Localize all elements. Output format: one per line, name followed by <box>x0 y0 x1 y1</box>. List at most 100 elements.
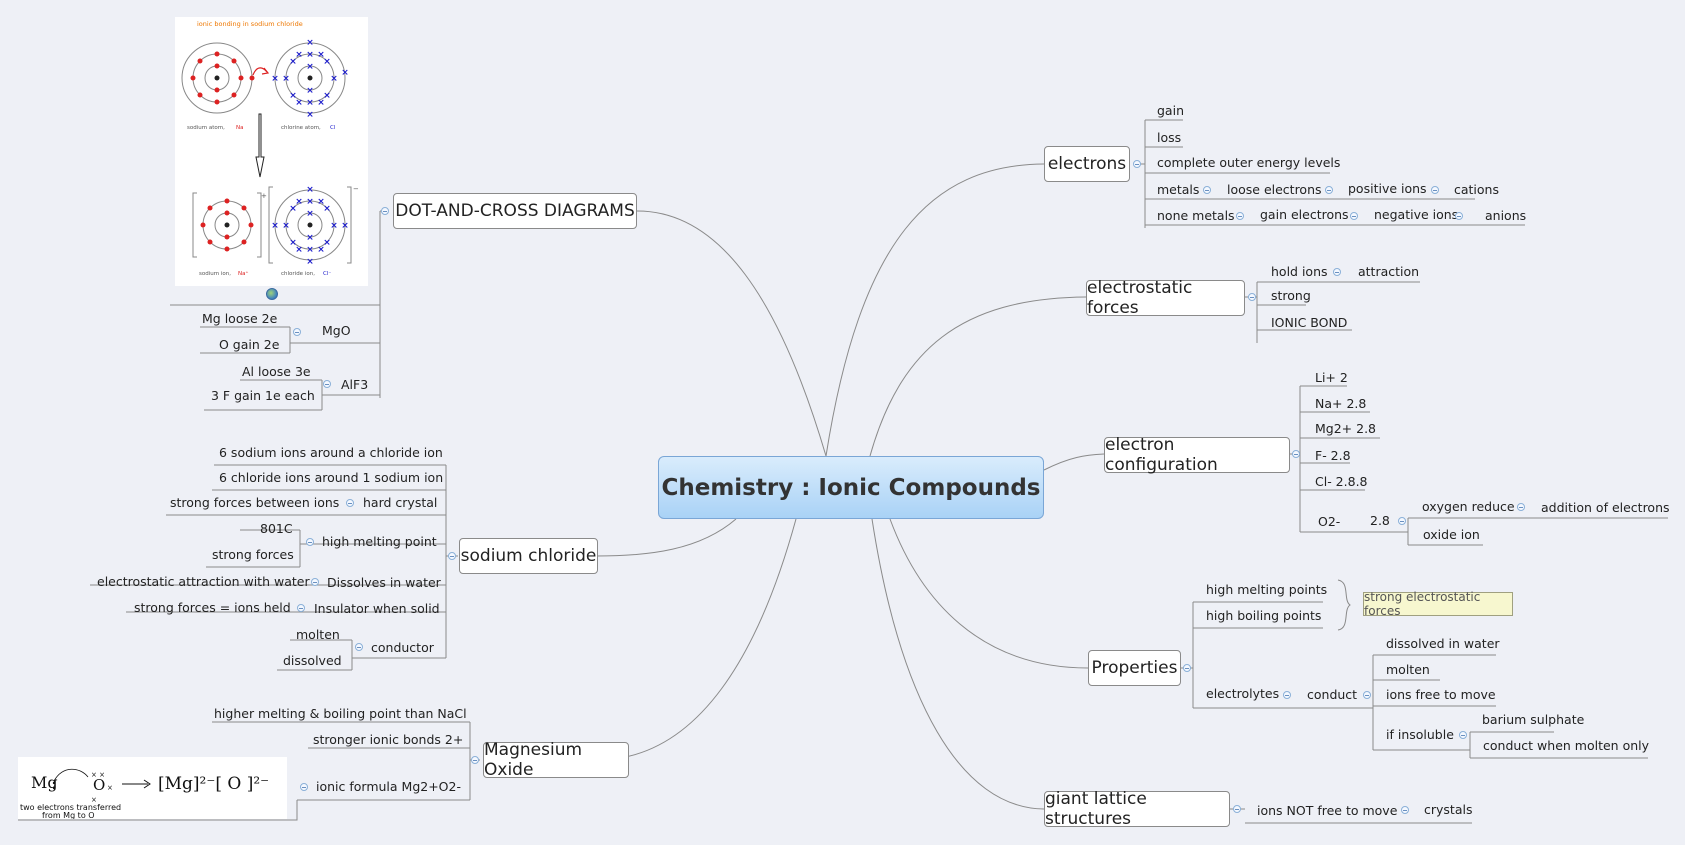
topic-electrostatic-forces[interactable]: electrostatic forces <box>1086 278 1245 318</box>
subtopic-oxide-ion[interactable]: oxide ion <box>1423 527 1480 542</box>
collapse-toggle-icon[interactable] <box>323 380 331 388</box>
collapse-toggle-icon[interactable] <box>1183 664 1191 672</box>
topic-magnesium-oxide[interactable]: Magnesium Oxide <box>483 740 629 780</box>
subtopic-crystals[interactable]: crystals <box>1424 802 1473 817</box>
subtopic-high-boiling-points[interactable]: high boiling points <box>1206 608 1322 623</box>
subtopic-metals[interactable]: metals <box>1157 182 1200 197</box>
subtopic-ionic-bond[interactable]: IONIC BOND <box>1271 315 1348 330</box>
collapse-toggle-icon[interactable] <box>1459 731 1467 739</box>
topic-electrons[interactable]: electrons <box>1044 146 1130 182</box>
topic-giant-lattice[interactable]: giant lattice structures <box>1044 789 1230 829</box>
subtopic-high-melting-point[interactable]: high melting point <box>322 534 437 549</box>
collapse-toggle-icon[interactable] <box>300 783 308 791</box>
collapse-toggle-icon[interactable] <box>381 207 389 215</box>
subtopic-801c[interactable]: 801C <box>260 521 293 536</box>
collapse-toggle-icon[interactable] <box>297 604 305 612</box>
subtopic-alf3[interactable]: AlF3 <box>341 377 369 392</box>
subtopic-stronger-ionic[interactable]: stronger ionic bonds 2+ <box>313 732 464 747</box>
collapse-toggle-icon[interactable] <box>1236 212 1244 220</box>
subtopic-strong[interactable]: strong <box>1271 288 1311 303</box>
subtopic-anions[interactable]: anions <box>1485 208 1527 223</box>
collapse-toggle-icon[interactable] <box>1325 186 1333 194</box>
subtopic-mg-loose[interactable]: Mg loose 2e <box>202 311 278 326</box>
subtopic-strong-forces-held[interactable]: strong forces = ions held <box>134 600 291 615</box>
collapse-toggle-icon[interactable] <box>346 499 354 507</box>
subtopic-conductor[interactable]: conductor <box>371 640 434 655</box>
collapse-toggle-icon[interactable] <box>1133 160 1141 168</box>
collapse-toggle-icon[interactable] <box>293 328 301 336</box>
subtopic-oxygen-reduce[interactable]: oxygen reduce <box>1422 499 1515 514</box>
subtopic-hold-ions[interactable]: hold ions <box>1271 264 1328 279</box>
subtopic-molten[interactable]: molten <box>1386 662 1430 677</box>
subtopic-six-chloride[interactable]: 6 chloride ions around 1 sodium ion <box>219 470 444 485</box>
topic-dot-and-cross[interactable]: DOT-AND-CROSS DIAGRAMS <box>393 193 637 229</box>
subtopic-electrolytes[interactable]: electrolytes <box>1206 686 1280 701</box>
subtopic-negative-ions[interactable]: negative ions <box>1374 207 1459 222</box>
collapse-toggle-icon[interactable] <box>306 538 314 546</box>
subtopic-strong-forces-between[interactable]: strong forces between ions <box>170 495 340 510</box>
collapse-toggle-icon[interactable] <box>355 643 363 651</box>
subtopic-dissolves-water[interactable]: Dissolves in water <box>327 575 441 590</box>
subtopic-six-sodium[interactable]: 6 sodium ions around a chloride ion <box>219 445 443 460</box>
subtopic-cl[interactable]: Cl- 2.8.8 <box>1315 474 1368 489</box>
subtopic-ionic-formula[interactable]: ionic formula Mg2+O2- <box>316 779 461 794</box>
subtopic-conduct-molten[interactable]: conduct when molten only <box>1483 738 1650 753</box>
subtopic-na[interactable]: Na+ 2.8 <box>1315 396 1367 411</box>
callout-strong-electrostatic[interactable]: strong electrostatic forces <box>1363 590 1513 618</box>
subtopic-hard-crystal[interactable]: hard crystal <box>363 495 438 510</box>
subtopic-f[interactable]: F- 2.8 <box>1315 448 1351 463</box>
subtopic-dissolved-in-water[interactable]: dissolved in water <box>1386 636 1500 651</box>
collapse-toggle-icon[interactable] <box>1517 503 1525 511</box>
subtopic-mg[interactable]: Mg2+ 2.8 <box>1315 421 1376 436</box>
collapse-toggle-icon[interactable] <box>1203 186 1211 194</box>
collapse-toggle-icon[interactable] <box>471 756 479 764</box>
collapse-toggle-icon[interactable] <box>1401 806 1409 814</box>
subtopic-higher-melting[interactable]: higher melting & boiling point than NaCl <box>214 706 467 721</box>
subtopic-gain-electrons[interactable]: gain electrons <box>1260 207 1349 222</box>
globe-icon[interactable] <box>266 288 278 300</box>
subtopic-cations[interactable]: cations <box>1454 182 1499 197</box>
subtopic-gain[interactable]: gain <box>1157 103 1184 118</box>
collapse-toggle-icon[interactable] <box>1363 691 1371 699</box>
topic-properties[interactable]: Properties <box>1088 650 1181 686</box>
collapse-toggle-icon[interactable] <box>1333 268 1341 276</box>
subtopic-mgo[interactable]: MgO <box>322 323 351 338</box>
collapse-toggle-icon[interactable] <box>1248 293 1256 301</box>
subtopic-strong-forces[interactable]: strong forces <box>212 547 294 562</box>
subtopic-ions-not-free[interactable]: ions NOT free to move <box>1257 803 1398 818</box>
subtopic-if-insoluble[interactable]: if insoluble <box>1386 727 1454 742</box>
subtopic-o2[interactable]: O2- <box>1318 514 1341 529</box>
subtopic-o-28[interactable]: 2.8 <box>1370 513 1390 528</box>
subtopic-high-melting-points[interactable]: high melting points <box>1206 582 1328 597</box>
subtopic-barium-sulphate[interactable]: barium sulphate <box>1482 712 1585 727</box>
collapse-toggle-icon[interactable] <box>1455 212 1463 220</box>
subtopic-none-metals[interactable]: none metals <box>1157 208 1235 223</box>
topic-sodium-chloride[interactable]: sodium chloride <box>459 538 598 574</box>
collapse-toggle-icon[interactable] <box>1350 212 1358 220</box>
collapse-toggle-icon[interactable] <box>448 552 456 560</box>
subtopic-attraction[interactable]: attraction <box>1358 264 1420 279</box>
subtopic-conduct[interactable]: conduct <box>1307 687 1358 702</box>
collapse-toggle-icon[interactable] <box>1292 450 1300 458</box>
subtopic-insulator[interactable]: Insulator when solid <box>314 601 440 616</box>
subtopic-li[interactable]: Li+ 2 <box>1315 370 1348 385</box>
subtopic-complete-outer[interactable]: complete outer energy levels <box>1157 155 1341 170</box>
topic-electron-configuration[interactable]: electron configuration <box>1104 435 1290 475</box>
central-topic[interactable]: Chemistry : Ionic Compounds <box>658 456 1044 519</box>
subtopic-loss[interactable]: loss <box>1157 130 1182 145</box>
subtopic-al-loose[interactable]: Al loose 3e <box>242 364 311 379</box>
collapse-toggle-icon[interactable] <box>1431 186 1439 194</box>
subtopic-dissolved[interactable]: dissolved <box>283 653 342 668</box>
collapse-toggle-icon[interactable] <box>1398 517 1406 525</box>
subtopic-ions-free[interactable]: ions free to move <box>1386 687 1496 702</box>
subtopic-electrostatic-water[interactable]: electrostatic attraction with water <box>97 574 310 589</box>
subtopic-o-gain[interactable]: O gain 2e <box>219 337 280 352</box>
subtopic-f-gain[interactable]: 3 F gain 1e each <box>211 388 315 403</box>
collapse-toggle-icon[interactable] <box>1233 805 1241 813</box>
subtopic-positive-ions[interactable]: positive ions <box>1348 181 1427 196</box>
subtopic-molten[interactable]: molten <box>296 627 340 642</box>
collapse-toggle-icon[interactable] <box>1283 691 1291 699</box>
subtopic-loose-electrons[interactable]: loose electrons <box>1227 182 1322 197</box>
subtopic-addition-electrons[interactable]: addition of electrons <box>1541 500 1670 515</box>
collapse-toggle-icon[interactable] <box>311 578 319 586</box>
